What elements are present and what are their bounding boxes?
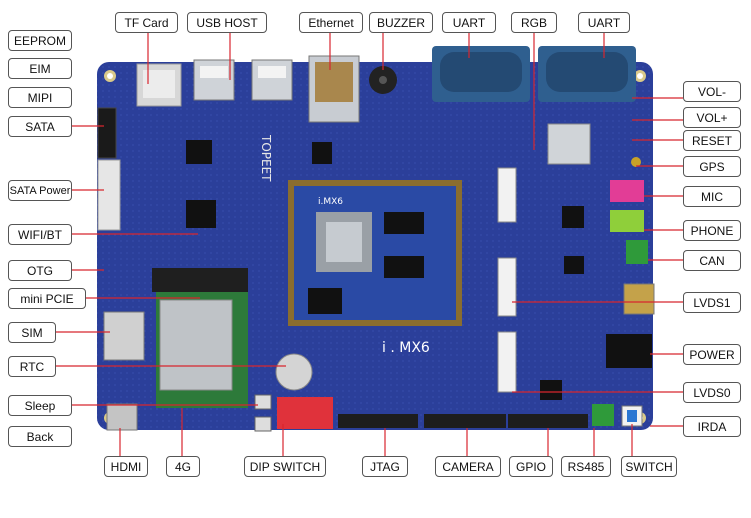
label-eim: EIM <box>8 58 72 79</box>
label-irda: IRDA <box>683 416 741 437</box>
sata-power-connector <box>97 159 121 231</box>
label-uart-2: UART <box>578 12 630 33</box>
mini-pcie-slot <box>152 268 248 292</box>
label-uart-1: UART <box>442 12 496 33</box>
label-mini-pcie: mini PCIE <box>8 288 86 309</box>
label-sata-power: SATA Power <box>8 180 72 201</box>
sata-connector <box>97 107 117 159</box>
label-4g: 4G <box>166 456 200 477</box>
label-mipi: MIPI <box>8 87 72 108</box>
soc-marking: i.MX6 <box>318 197 343 207</box>
board-chip-label: i . MX6 <box>382 340 430 356</box>
label-ethernet: Ethernet <box>299 12 363 33</box>
sim-slot <box>103 311 145 361</box>
label-jtag: JTAG <box>362 456 408 477</box>
label-sata: SATA <box>8 116 72 137</box>
label-tf-card: TF Card <box>115 12 178 33</box>
label-lvds1: LVDS1 <box>683 292 741 313</box>
label-dip-switch: DIP SWITCH <box>244 456 326 477</box>
label-usb-host: USB HOST <box>187 12 267 33</box>
label-rs485: RS485 <box>561 456 611 477</box>
gpio-header <box>508 414 588 428</box>
label-can: CAN <box>683 250 741 271</box>
label-power: POWER <box>683 344 741 365</box>
label-eeprom: EEPROM <box>8 30 72 51</box>
rtc-battery <box>275 353 313 391</box>
board-logo-text: TOPEET <box>259 134 273 182</box>
label-rgb: RGB <box>511 12 557 33</box>
mic-jack <box>610 180 644 202</box>
label-sleep: Sleep <box>8 395 72 416</box>
label-back: Back <box>8 426 72 447</box>
label-phone: PHONE <box>683 220 741 241</box>
can-terminal <box>626 240 648 264</box>
label-lvds0: LVDS0 <box>683 382 741 403</box>
label-mic: MIC <box>683 186 741 207</box>
label-camera: CAMERA <box>435 456 501 477</box>
label-buzzer: BUZZER <box>369 12 433 33</box>
dip-switch-block <box>277 397 333 429</box>
label-switch: SWITCH <box>621 456 677 477</box>
jtag-header <box>338 414 418 428</box>
gps-module <box>547 123 591 165</box>
label-vol-minus: VOL- <box>683 81 741 102</box>
label-gps: GPS <box>683 156 741 177</box>
label-rtc: RTC <box>8 356 56 377</box>
label-wifi-bt: WIFI/BT <box>8 224 72 245</box>
power-jack <box>606 334 652 368</box>
hdmi-port <box>106 403 138 431</box>
leader-lines <box>56 32 683 456</box>
label-gpio: GPIO <box>509 456 553 477</box>
phone-jack <box>610 210 644 232</box>
label-vol-plus: VOL+ <box>683 107 741 128</box>
rs485-terminal <box>592 404 614 426</box>
label-sim: SIM <box>8 322 56 343</box>
label-reset: RESET <box>683 130 741 151</box>
label-hdmi: HDMI <box>104 456 148 477</box>
label-otg: OTG <box>8 260 72 281</box>
camera-header <box>424 414 506 428</box>
